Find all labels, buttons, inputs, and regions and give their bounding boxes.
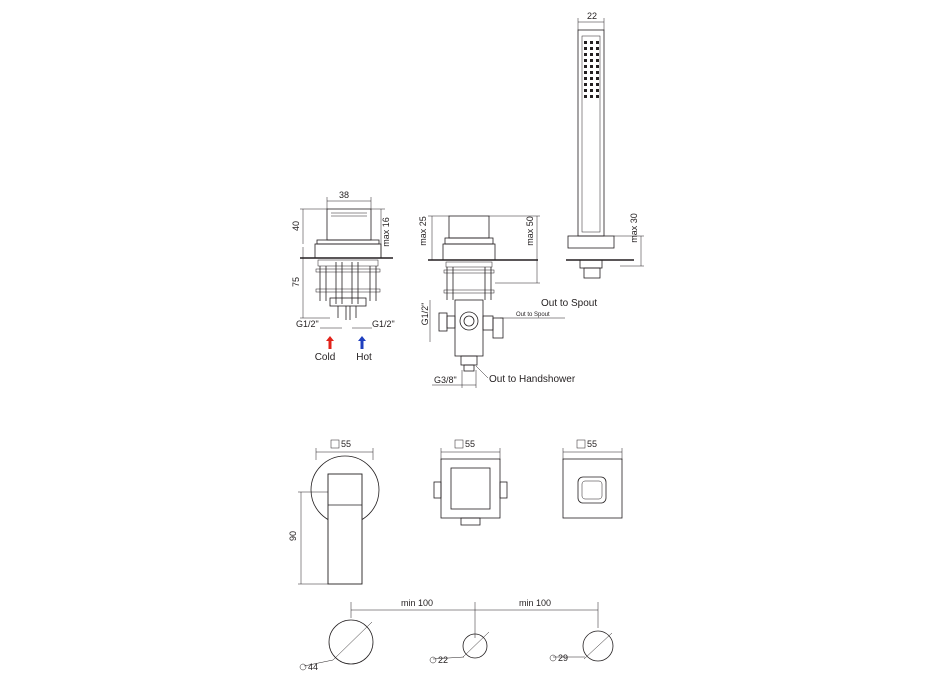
dim-g38: G3/8" xyxy=(434,375,457,385)
out-to-spout-label: Out to Spout xyxy=(541,298,597,309)
dim-diameter-29: 29 xyxy=(558,653,568,663)
out-to-spout-small-label: Out to Spout xyxy=(516,312,550,318)
hole-layout: min 100 min 100 44 22 29 xyxy=(299,598,614,672)
hot-arrow-icon xyxy=(358,336,366,349)
dim-max-50: max 50 xyxy=(525,216,535,246)
dim-square-55-b: 55 xyxy=(465,439,475,449)
mixer-valve-side-view: 38 40 75 max 16 G1/2" G1/2" Cold Hot xyxy=(291,190,395,363)
dim-max-25: max 25 xyxy=(418,216,428,246)
diverter-front-view: 55 xyxy=(433,439,508,526)
dim-min-100-b: min 100 xyxy=(519,598,551,608)
control-front-view: 55 xyxy=(562,439,623,519)
dim-diameter-22: 22 xyxy=(438,655,448,665)
cold-arrow-icon xyxy=(326,336,334,349)
mixer-front-view: 55 90 xyxy=(288,439,380,585)
dim-height-40: 40 xyxy=(291,221,301,231)
hot-label: Hot xyxy=(356,352,372,363)
dim-width-22: 22 xyxy=(587,11,597,21)
dim-min-100-a: min 100 xyxy=(401,598,433,608)
cold-label: Cold xyxy=(315,352,336,363)
dim-max-30: max 30 xyxy=(629,213,639,243)
dim-max-16: max 16 xyxy=(381,217,391,247)
dim-g12-vertical: G1/2" xyxy=(420,303,430,326)
dim-height-90: 90 xyxy=(288,531,298,541)
spray-nozzles xyxy=(584,41,599,98)
dim-g12-left: G1/2" xyxy=(296,319,319,329)
dim-width-38: 38 xyxy=(339,190,349,200)
dim-g12-right: G1/2" xyxy=(372,319,395,329)
out-to-handshower-label: Out to Handshower xyxy=(489,374,576,385)
diverter-side-view: max 25 max 50 G1/2" G3/8" Out to Handsho… xyxy=(418,215,597,388)
dim-square-55-c: 55 xyxy=(587,439,597,449)
handshower-side-view: 22 max 30 xyxy=(566,11,644,279)
dim-height-75: 75 xyxy=(291,277,301,287)
dim-square-55-a: 55 xyxy=(341,439,351,449)
dim-diameter-44: 44 xyxy=(308,662,318,672)
